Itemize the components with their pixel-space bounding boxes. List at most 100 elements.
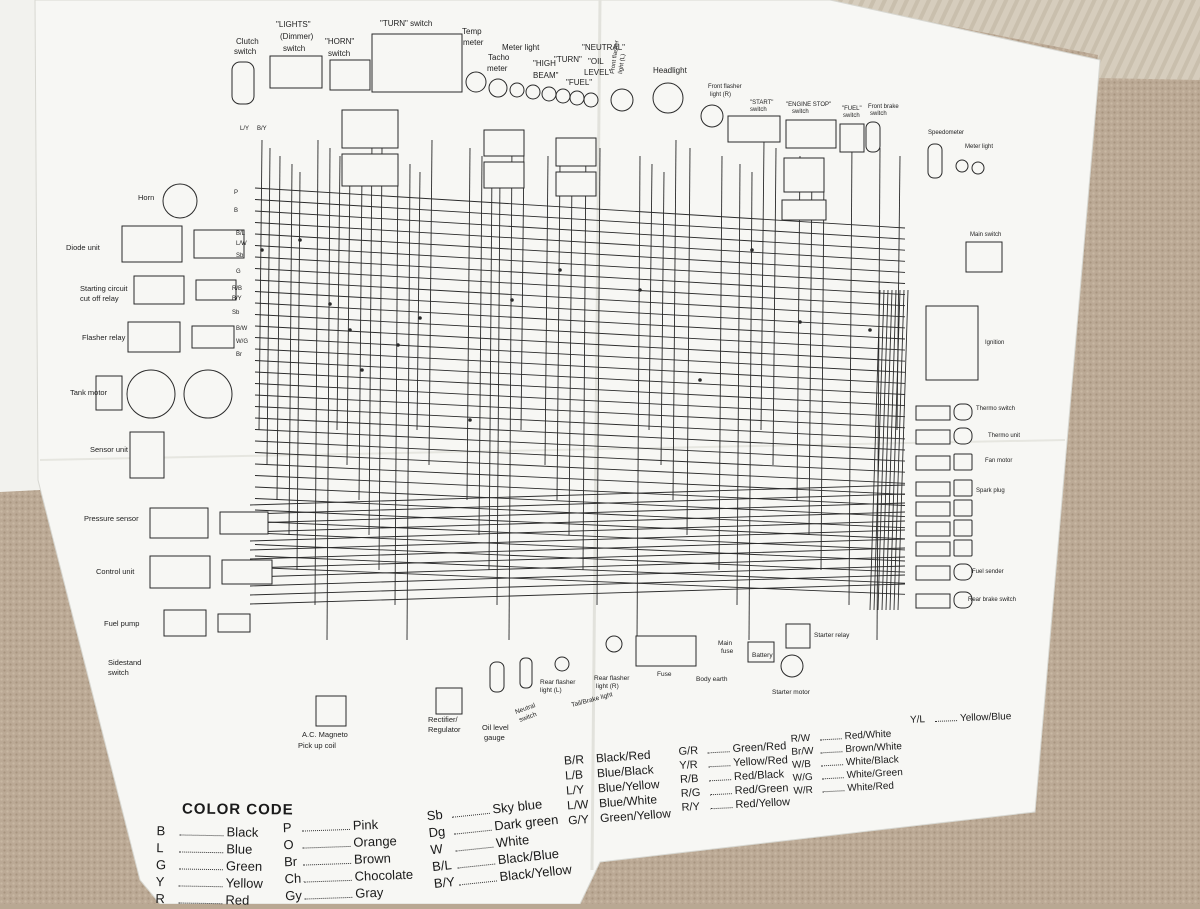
color-code-entry: Y Yellow xyxy=(156,873,263,892)
harness-wire xyxy=(254,256,906,296)
harness-wire xyxy=(254,521,906,551)
color-abbr: R/B xyxy=(679,772,699,786)
starter-motor-symbol xyxy=(780,654,804,678)
junction-dot xyxy=(868,328,872,332)
harness-wire xyxy=(254,187,906,229)
start-switch-symbol xyxy=(727,115,781,143)
harness-wire xyxy=(249,484,906,506)
wire-tag-clutch-2: B/Y xyxy=(257,126,267,132)
harness-wire xyxy=(808,163,813,536)
color-abbr: R/Y xyxy=(681,800,701,814)
harness-wire xyxy=(873,289,885,611)
color-abbr: Y xyxy=(155,874,165,890)
leader-dots xyxy=(935,720,958,722)
connector-block xyxy=(163,609,207,637)
meter-symbol xyxy=(465,71,487,93)
wire-tag-clutch-1: L/Y xyxy=(240,126,249,132)
starter-motor-label: Starter motor xyxy=(772,689,811,696)
color-abbr: O xyxy=(283,836,294,853)
meter-symbol xyxy=(541,86,557,102)
harness-wire xyxy=(596,147,601,606)
fuel-pump-label: Fuel pump xyxy=(104,619,139,628)
color-name: Brown xyxy=(353,850,392,867)
color-abbr: Y/R xyxy=(679,758,698,772)
harness-wire xyxy=(508,139,513,641)
neutral-switch-symbol xyxy=(519,657,533,689)
color-abbr: G/Y xyxy=(567,812,590,828)
connector-block xyxy=(915,501,951,517)
harness-wire xyxy=(889,289,901,611)
sensor-unit-symbol xyxy=(129,431,165,479)
fuse-box-symbol xyxy=(635,635,697,667)
harness-wire xyxy=(254,360,906,395)
color-abbr: R/G xyxy=(680,786,701,800)
harness-wire xyxy=(254,440,906,473)
harness-wire xyxy=(772,147,777,466)
front-flasher-r-label: Front flasher xyxy=(708,84,742,90)
color-abbr: B/Y xyxy=(433,873,456,892)
oil-level-indicator-label-2: LEVEL" xyxy=(584,68,612,77)
headlight-label: Headlight xyxy=(653,66,688,75)
starter-relay-label: Starter relay xyxy=(814,632,850,639)
main-fuse-label: Main xyxy=(718,640,732,647)
fan-motor-label: Fan motor xyxy=(985,458,1012,464)
rectifier-label: Rectifier/ xyxy=(428,715,459,724)
harness-wire xyxy=(254,314,906,351)
tank-motor-symbol xyxy=(126,369,176,419)
engine-stop-switch-symbol xyxy=(785,119,837,149)
color-abbr: B xyxy=(156,823,166,839)
sensor-symbol xyxy=(953,563,973,581)
harness-wire xyxy=(254,509,906,540)
leader-dots xyxy=(822,790,845,793)
meter-symbol xyxy=(555,88,571,104)
front-brake-switch-label-2: switch xyxy=(870,111,887,117)
harness-wire xyxy=(254,245,906,284)
color-name: Red xyxy=(225,892,250,908)
starting-relay-label: Starting circuit xyxy=(80,284,128,293)
tacho-meter-label-2: meter xyxy=(487,64,508,73)
junction-dot xyxy=(348,328,352,332)
sidestand-switch-label-2: switch xyxy=(108,668,129,677)
harness-wire xyxy=(893,289,905,611)
wire-tag-relay-2: B/Y xyxy=(232,296,242,302)
high-beam-label: "HIGH xyxy=(533,59,556,68)
harness-wire xyxy=(254,429,906,462)
wire-harness xyxy=(249,139,909,641)
horn-switch-symbol xyxy=(329,59,371,91)
leader-dots xyxy=(710,807,733,810)
harness-wire xyxy=(876,147,881,641)
harness-wire xyxy=(254,210,906,251)
rectifier-symbol xyxy=(435,687,463,715)
color-name: Blue xyxy=(226,841,253,857)
meter-symbol xyxy=(583,92,599,108)
main-switch-label: Main switch xyxy=(970,232,1001,238)
sensor-symbol xyxy=(953,539,973,557)
harness-wire xyxy=(336,155,341,431)
color-abbr: Br xyxy=(283,853,298,870)
connector-block xyxy=(341,153,399,187)
wire-tag-horn-2: B xyxy=(234,208,238,214)
engine-stop-switch-label: "ENGINE STOP" xyxy=(786,102,831,108)
harness-wire xyxy=(848,139,853,606)
leader-dots xyxy=(708,765,731,768)
harness-wire xyxy=(346,163,351,466)
harness-wire xyxy=(254,222,906,262)
harness-wire xyxy=(249,556,906,578)
harness-wire xyxy=(568,171,573,536)
leader-dots xyxy=(301,828,350,832)
ignition-symbol xyxy=(925,305,979,381)
harness-wire xyxy=(254,325,906,362)
color-name: Yellow xyxy=(225,875,263,891)
harness-wire xyxy=(254,394,906,429)
connector-block xyxy=(121,225,183,263)
turn-indicator-label: "TURN" xyxy=(554,55,582,64)
color-name: White/Red xyxy=(847,780,895,795)
junction-dot xyxy=(360,368,364,372)
harness-wire xyxy=(266,147,271,466)
